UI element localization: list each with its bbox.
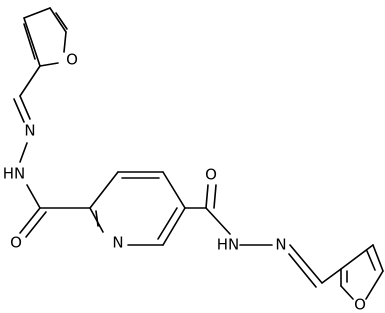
furan-oxygen-label-top: O [66, 51, 78, 69]
furan-ring-top [23, 7, 68, 67]
bond [162, 207, 186, 246]
bond [89, 171, 119, 209]
hydrazone-nitrogen-label-top: N [24, 122, 35, 140]
bond [95, 210, 99, 227]
pyridine-ring [89, 171, 186, 246]
carbonyl-group-right [184, 184, 231, 235]
hydrazone-chain-bottom [239, 244, 342, 288]
bond [205, 207, 231, 235]
bond [55, 12, 68, 30]
bond [366, 250, 376, 271]
bond [162, 171, 186, 209]
bond [288, 253, 317, 288]
bond [23, 23, 36, 60]
bond [321, 268, 342, 284]
bond [205, 184, 209, 209]
bond [26, 184, 41, 209]
bond [157, 207, 178, 240]
pyridine-nitrogen-label: N [112, 234, 123, 252]
hydrazone-nitrogen-label-bottom: N [275, 236, 286, 254]
bond [19, 142, 28, 163]
furan-oxygen-label-bottom: O [354, 296, 366, 313]
bond [365, 270, 384, 300]
bond [23, 17, 41, 67]
bond [19, 95, 31, 120]
furan-ring-bottom [340, 244, 384, 300]
bond [23, 7, 51, 19]
carbonyl-oxygen-label-left: O [10, 234, 22, 252]
bond [63, 31, 67, 53]
bond [13, 98, 25, 123]
bond [213, 184, 217, 209]
hydrazone-chain-top [13, 65, 41, 209]
bond [39, 62, 59, 67]
bond [19, 65, 41, 97]
bond [25, 211, 47, 238]
bond [340, 285, 354, 300]
carbonyl-oxygen-label-right: O [205, 166, 217, 184]
bond [372, 244, 384, 272]
carbonyl-group-left [19, 207, 91, 238]
bond [289, 244, 323, 284]
bond [340, 244, 374, 270]
bond [49, 7, 67, 33]
bond [19, 207, 41, 234]
hydrazide-nh-label-bottom: HN [217, 236, 240, 254]
hydrazide-nh-label-top: HN [3, 165, 26, 183]
